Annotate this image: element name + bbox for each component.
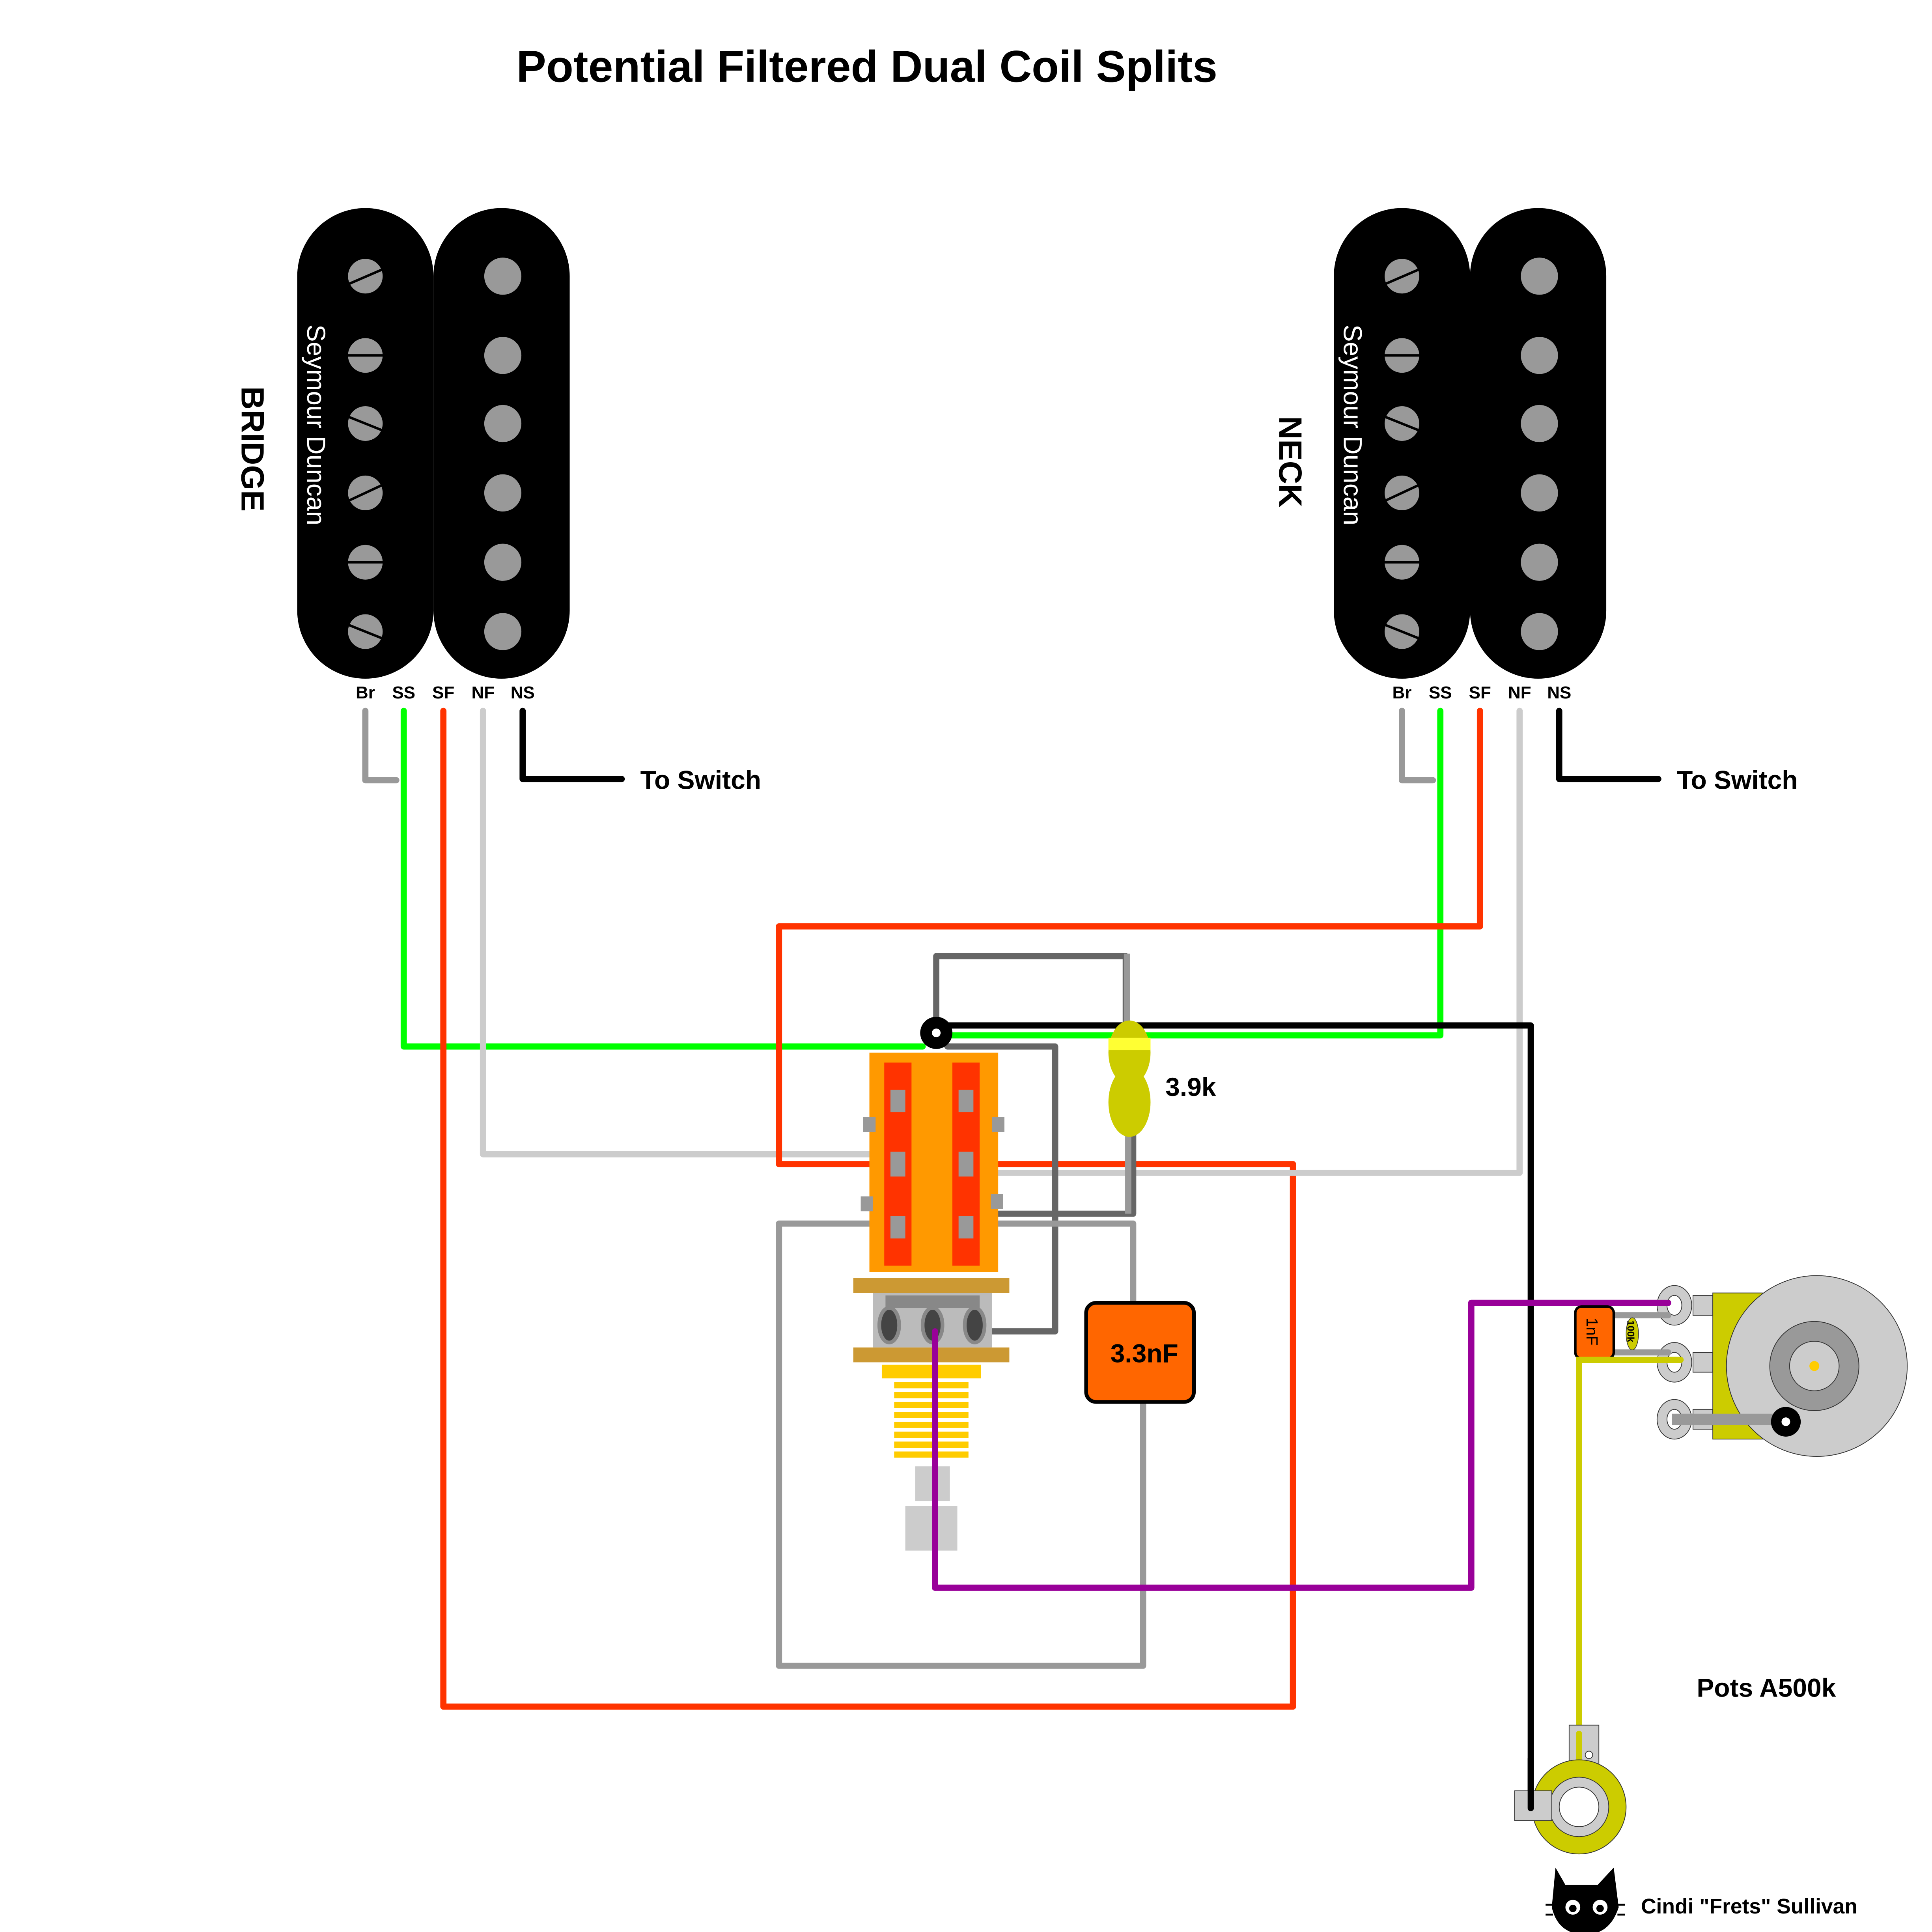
bridge-ns-wire (519, 707, 625, 782)
terminal-sf: SF (1469, 683, 1491, 702)
terminal-ss: SS (1429, 683, 1452, 702)
bridge-pickup: Seymour Duncan BRIDGE Br SS SF NF NS To … (234, 208, 761, 794)
neck-terminal-labels: Br SS SF NF NS (1392, 683, 1571, 702)
credit-text: Cindi "Frets" Sullivan (1641, 1895, 1857, 1918)
neck-bare-wire (1399, 707, 1436, 784)
bridge-coil-slug (433, 208, 570, 679)
capacitor-label: 3.3nF (1111, 1338, 1178, 1368)
switch-knob-stem (905, 1506, 958, 1551)
purple-wire (932, 1299, 1671, 1591)
bridge-sf-wire (440, 707, 1296, 1710)
black-ground-wire (933, 1022, 1534, 1811)
terminal-sf: SF (432, 683, 454, 702)
jack-hole (1559, 1786, 1600, 1827)
credit: Cindi "Frets" Sullivan (1546, 1867, 1857, 1932)
switch-lugs (861, 1090, 1004, 1239)
neck-ss-wire (938, 707, 1444, 1039)
terminal-ss: SS (392, 683, 415, 702)
pots-label: Pots A500k (1697, 1673, 1836, 1702)
capacitor-3-3nf: 3.3nF (1084, 1301, 1196, 1404)
bridge-slug-poles (484, 258, 522, 650)
resistor-label: 3.9k (1165, 1072, 1216, 1101)
bridge-nf-wire (480, 707, 901, 1157)
switch-ground-wire (944, 1043, 1058, 1335)
neck-to-switch-label: To Switch (1677, 765, 1798, 794)
neck-slug-poles (1521, 258, 1558, 650)
jack-tip-lug-hole (1585, 1751, 1593, 1759)
resistor-low-wire (963, 1111, 1137, 1217)
pot-lug-1 (877, 1306, 901, 1344)
switch-threads (894, 1382, 969, 1458)
bridge-to-switch-label: To Switch (640, 765, 761, 794)
switch-nut (881, 1365, 981, 1379)
switch-plate-bottom (853, 1347, 1010, 1363)
pot-shaft-center (1809, 1361, 1820, 1371)
terminal-nf: NF (471, 683, 495, 702)
bridge-terminal-labels: Br SS SF NF NS (356, 683, 535, 702)
resistor-3-9k: 3.9k (1108, 954, 1216, 1214)
terminal-ns: NS (1547, 683, 1571, 702)
bridge-brand-label: Seymour Duncan (302, 325, 331, 525)
neck-ns-wire (1556, 707, 1661, 782)
switch-to-cap-wire (963, 1220, 1137, 1306)
treble-bleed-resistor (1626, 1317, 1639, 1350)
bridge-ss-wire (400, 707, 926, 1050)
yellow-to-pot (1576, 1357, 1684, 1774)
treble-bleed-resistor-label: 100k (1625, 1320, 1636, 1342)
neck-brand-label: Seymour Duncan (1338, 325, 1367, 525)
pot-ground-eyelet-hole (1781, 1417, 1790, 1426)
pot-terminal-bar (885, 1295, 980, 1308)
neck-pickup: Seymour Duncan NECK Br SS SF NF NS To Sw… (1272, 208, 1798, 794)
terminal-ns: NS (511, 683, 535, 702)
switch-plate-top (853, 1278, 1010, 1293)
diagram-title: Potential Filtered Dual Coil Splits (516, 41, 1217, 91)
ground-junction-hole (932, 1029, 941, 1038)
terminal-br: Br (356, 683, 375, 702)
neck-sf-wire (776, 707, 1483, 1167)
terminal-nf: NF (1508, 683, 1531, 702)
neck-coil-slug (1470, 208, 1607, 679)
neck-nf-wire (963, 707, 1523, 1176)
output-jack[interactable] (1514, 1725, 1627, 1855)
cap-top-wire (776, 1220, 1146, 1669)
neck-screw-poles (1382, 256, 1422, 651)
cat-logo-icon (1546, 1867, 1625, 1932)
volume-pot[interactable]: 1nF 100k Pots A500k (1468, 1275, 1908, 1774)
treble-bleed-cap-label: 1nF (1583, 1318, 1601, 1345)
bridge-position-label: BRIDGE (234, 386, 270, 512)
bridge-bare-wire (362, 707, 399, 784)
bridge-screw-poles (345, 256, 385, 651)
neck-position-label: NECK (1272, 416, 1308, 507)
ground-loop-wire (933, 953, 1129, 1031)
pot-lug-3 (963, 1306, 987, 1344)
terminal-br: Br (1392, 683, 1411, 702)
push-pull-switch[interactable] (853, 1017, 1010, 1591)
